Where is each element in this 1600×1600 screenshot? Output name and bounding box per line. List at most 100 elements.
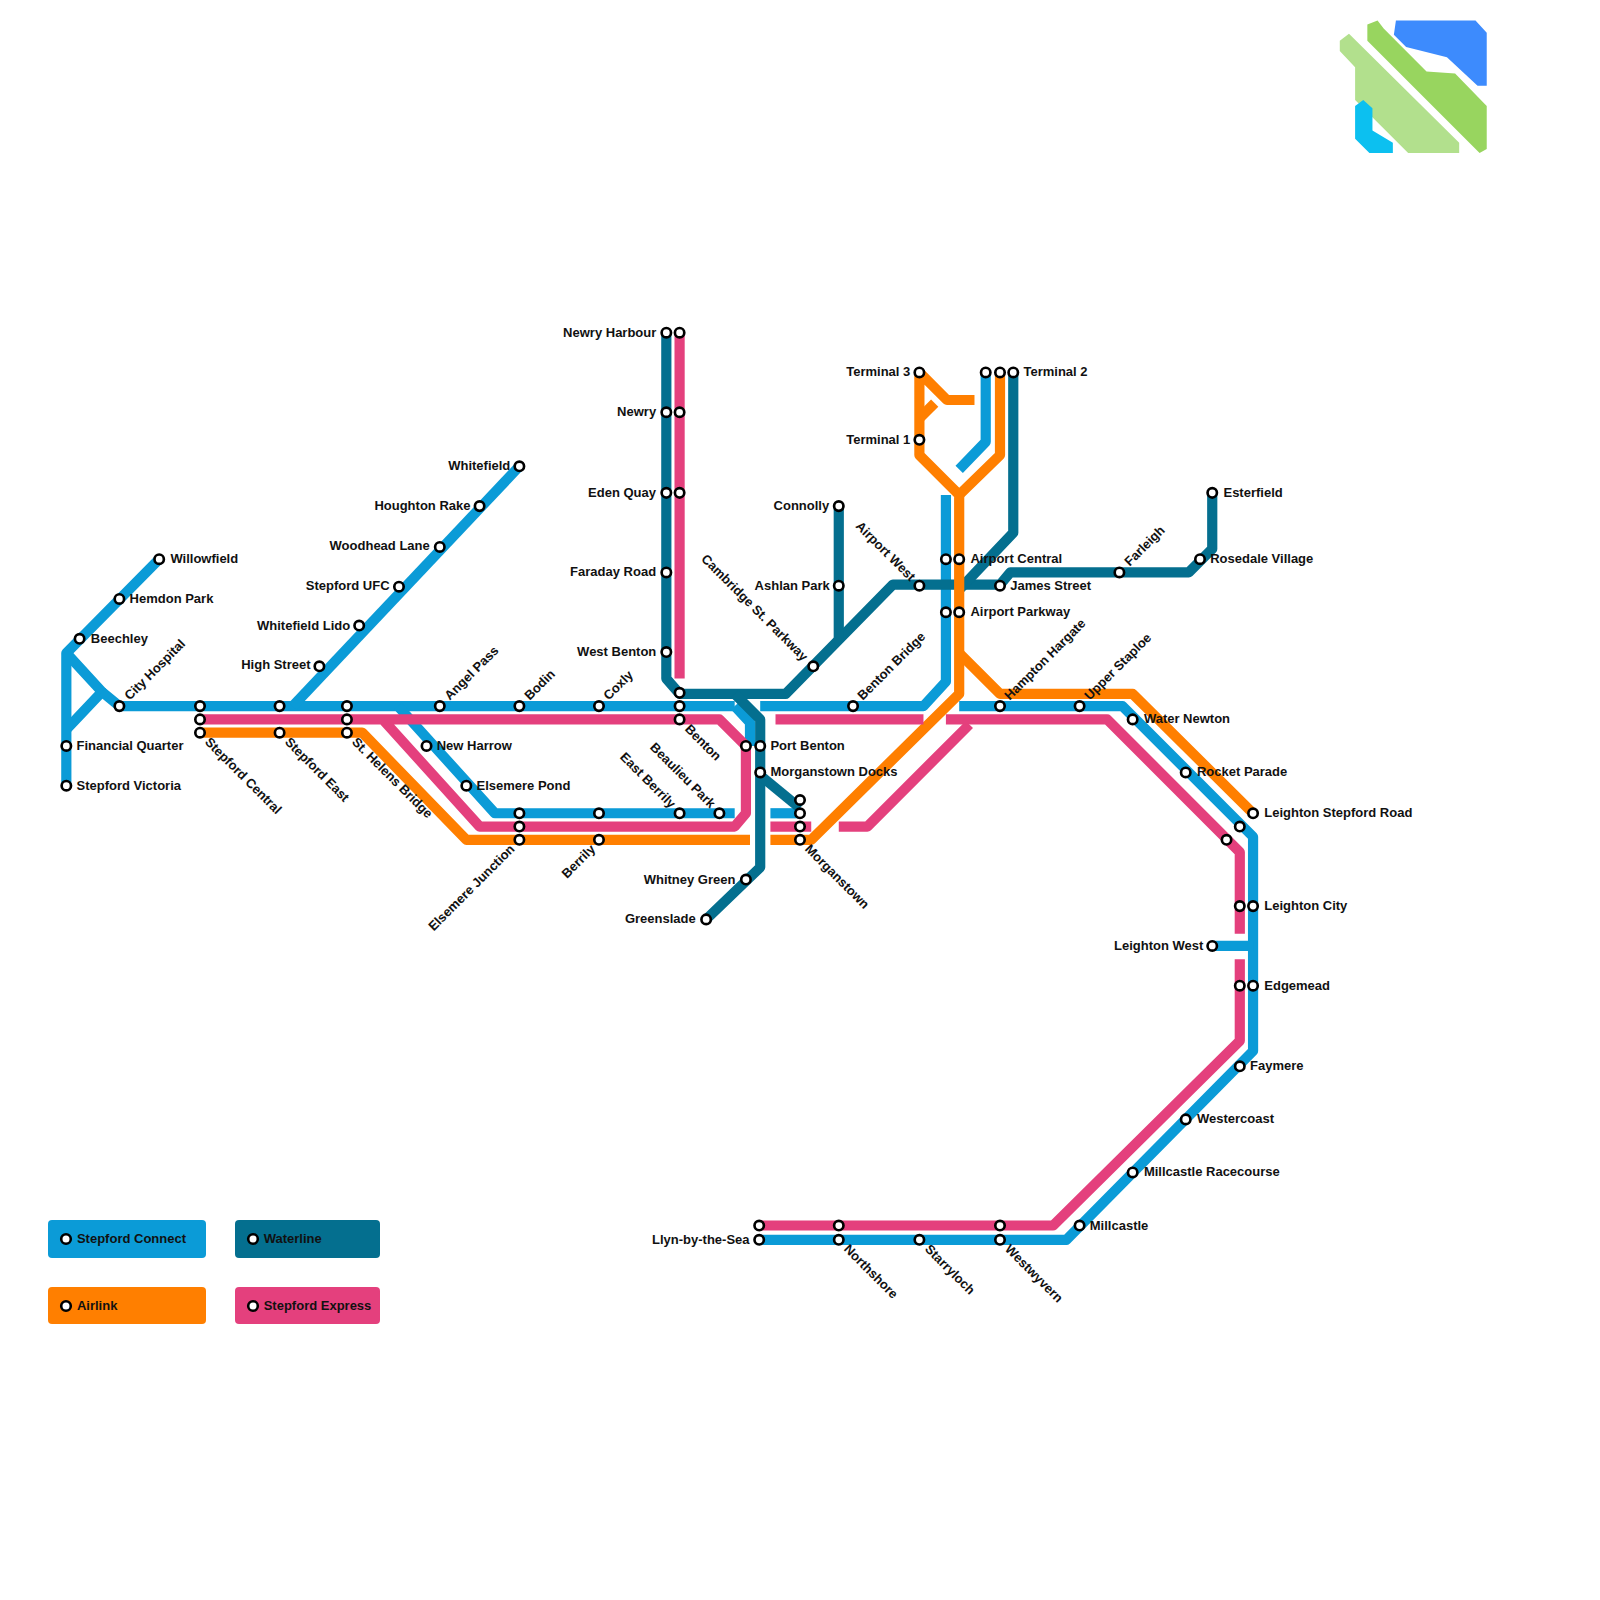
station-label: Whitney Green <box>644 872 736 888</box>
station-dot <box>995 1235 1004 1244</box>
station-dot <box>1208 488 1217 497</box>
station-label: Morganstown Docks <box>770 764 897 780</box>
station-dot <box>75 634 84 643</box>
route-line <box>760 776 800 809</box>
station-dot <box>1235 822 1244 831</box>
station-dot <box>795 822 804 831</box>
station-dot <box>941 608 950 617</box>
station-label: Rocket Parade <box>1197 764 1287 780</box>
station-label: Water Newton <box>1144 711 1230 727</box>
station-label: Bodin <box>521 666 558 703</box>
station-label: Berrily <box>558 841 598 881</box>
station-dot <box>515 462 524 471</box>
station-label: Rosedale Village <box>1210 551 1313 567</box>
station-label: Connolly <box>774 498 830 514</box>
station-dot <box>1115 568 1124 577</box>
station-dot <box>754 1235 763 1244</box>
station-dot <box>62 781 71 790</box>
station-label: Faraday Road <box>570 564 656 580</box>
station-dot <box>954 554 963 563</box>
station-label: Terminal 2 <box>1023 364 1087 380</box>
station-dot <box>915 435 924 444</box>
station-label: Hemdon Park <box>130 591 214 607</box>
station-dot <box>422 741 431 750</box>
station-label: Ashlan Park <box>755 578 830 594</box>
route-line <box>834 506 844 638</box>
station-dot <box>834 1221 843 1230</box>
station-dot <box>115 594 124 603</box>
station-dot <box>662 568 671 577</box>
station-dot <box>195 728 204 737</box>
station-dot <box>1181 1115 1190 1124</box>
station-dot <box>394 582 403 591</box>
station-label: Stepford Central <box>201 734 284 817</box>
station-dot <box>662 328 671 337</box>
route-line <box>776 714 924 724</box>
station-label: Faymere <box>1250 1058 1303 1074</box>
route-line <box>293 466 520 706</box>
route-line <box>946 719 1240 933</box>
station-dot <box>594 701 603 710</box>
station-dot <box>915 1235 924 1244</box>
station-dot <box>1208 941 1217 950</box>
station-dot <box>195 715 204 724</box>
station-dot <box>1075 1221 1084 1230</box>
station-dot <box>1222 835 1231 844</box>
station-label: Terminal 1 <box>846 432 910 448</box>
station-label: Leighton Stepford Road <box>1264 805 1412 821</box>
logo-shape <box>1340 34 1459 153</box>
legend-text: Stepford Express <box>264 1298 372 1314</box>
station-dot <box>834 581 843 590</box>
route-line <box>760 495 946 706</box>
station-label: Farleigh <box>1121 523 1168 570</box>
station-label: Terminal 3 <box>846 364 910 380</box>
station-dot <box>1248 901 1257 910</box>
station-label: Millcastle <box>1090 1218 1149 1234</box>
station-label: Cambridge St. Parkway <box>698 551 811 664</box>
station-dot <box>342 728 351 737</box>
station-dot <box>354 621 363 630</box>
station-label: Leighton City <box>1264 898 1347 914</box>
station-label: Whitefield <box>448 458 510 474</box>
station-dot <box>195 701 204 710</box>
station-dot <box>342 701 351 710</box>
station-dot <box>809 662 818 671</box>
station-dot <box>62 741 71 750</box>
station-dot <box>315 662 324 671</box>
legend-dot-circle <box>61 1301 71 1311</box>
station-label: Financial Quarter <box>77 738 184 754</box>
station-label: Airport West <box>852 518 918 584</box>
station-dot <box>1248 809 1257 818</box>
station-dot <box>675 488 684 497</box>
station-dot <box>675 701 684 710</box>
station-dot <box>662 488 671 497</box>
station-dot <box>834 1235 843 1244</box>
station-label: Stepford East <box>281 734 352 805</box>
legend-swatch: Waterline <box>235 1220 380 1258</box>
station-label: Elsemere Pond <box>477 778 571 794</box>
route-line <box>759 959 1240 1225</box>
station-dot <box>795 835 804 844</box>
station-dot <box>435 701 444 710</box>
station-dot <box>1248 981 1257 990</box>
legend-text: Airlink <box>77 1298 117 1314</box>
route-line <box>200 719 746 826</box>
station-label: New Harrow <box>437 738 512 754</box>
station-dot <box>275 728 284 737</box>
legend-dot <box>243 1229 263 1249</box>
route-line <box>770 372 974 839</box>
station-label: City Hospital <box>121 636 189 704</box>
station-dot <box>995 701 1004 710</box>
station-dot <box>154 554 163 563</box>
station-dot <box>1075 701 1084 710</box>
station-label: Starryloch <box>921 1241 978 1298</box>
station-dot <box>834 501 843 510</box>
station-label: Newry <box>617 404 656 420</box>
station-label: Coxly <box>600 667 636 703</box>
station-dot <box>701 915 710 924</box>
station-dot <box>662 647 671 656</box>
station-dot <box>675 688 684 697</box>
station-dot <box>275 701 284 710</box>
station-label: Woodhead Lane <box>330 538 430 554</box>
